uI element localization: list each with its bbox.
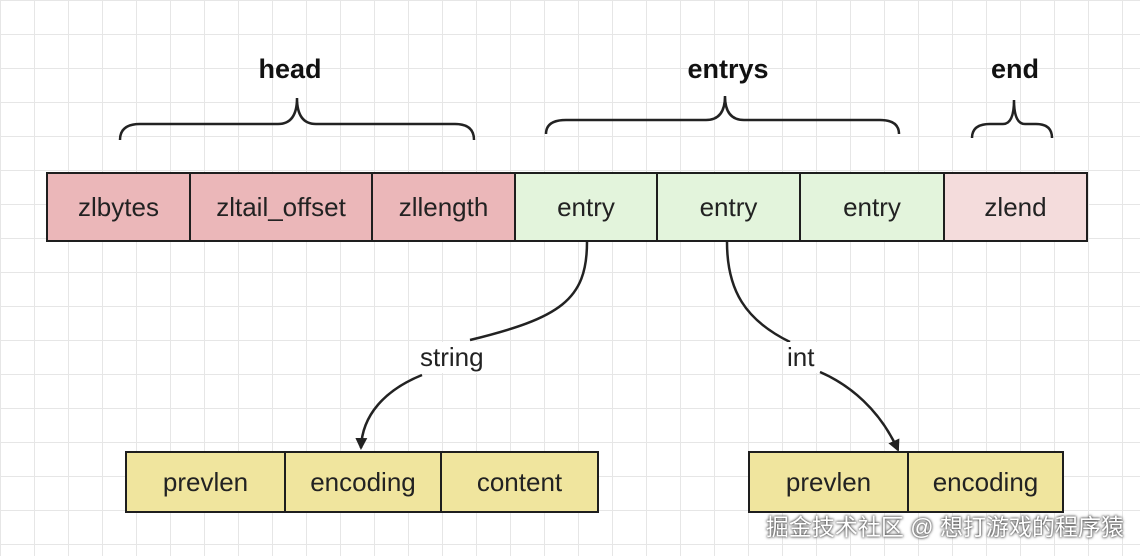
brace-head	[118, 97, 476, 141]
cell-zllength: zllength	[371, 172, 516, 242]
arrow-string	[355, 373, 423, 450]
brace-end	[970, 99, 1054, 139]
group-label-entrys: entrys	[687, 54, 769, 84]
arrow-int	[819, 370, 900, 452]
int-cell-encoding: encoding	[907, 451, 1064, 513]
edge-label-int: int	[784, 342, 818, 373]
string-cell-prevlen: prevlen	[125, 451, 286, 513]
brace-entrys	[544, 95, 901, 135]
connector-string	[469, 241, 589, 342]
connector-int	[725, 241, 791, 344]
cell-entry-3: entry	[799, 172, 945, 242]
cell-entry-1: entry	[514, 172, 658, 242]
watermark: 掘金技术社区 @ 想打游戏的程序猿	[765, 514, 1124, 540]
cell-zlbytes: zlbytes	[46, 172, 191, 242]
int-cell-prevlen: prevlen	[748, 451, 909, 513]
cell-zlend: zlend	[943, 172, 1088, 242]
string-cell-content: content	[440, 451, 599, 513]
string-cell-encoding: encoding	[284, 451, 442, 513]
group-label-head: head	[258, 54, 322, 84]
group-label-end: end	[990, 54, 1039, 84]
edge-label-string: string	[417, 342, 487, 373]
cell-entry-2: entry	[656, 172, 801, 242]
cell-zltail-offset: zltail_offset	[189, 172, 373, 242]
